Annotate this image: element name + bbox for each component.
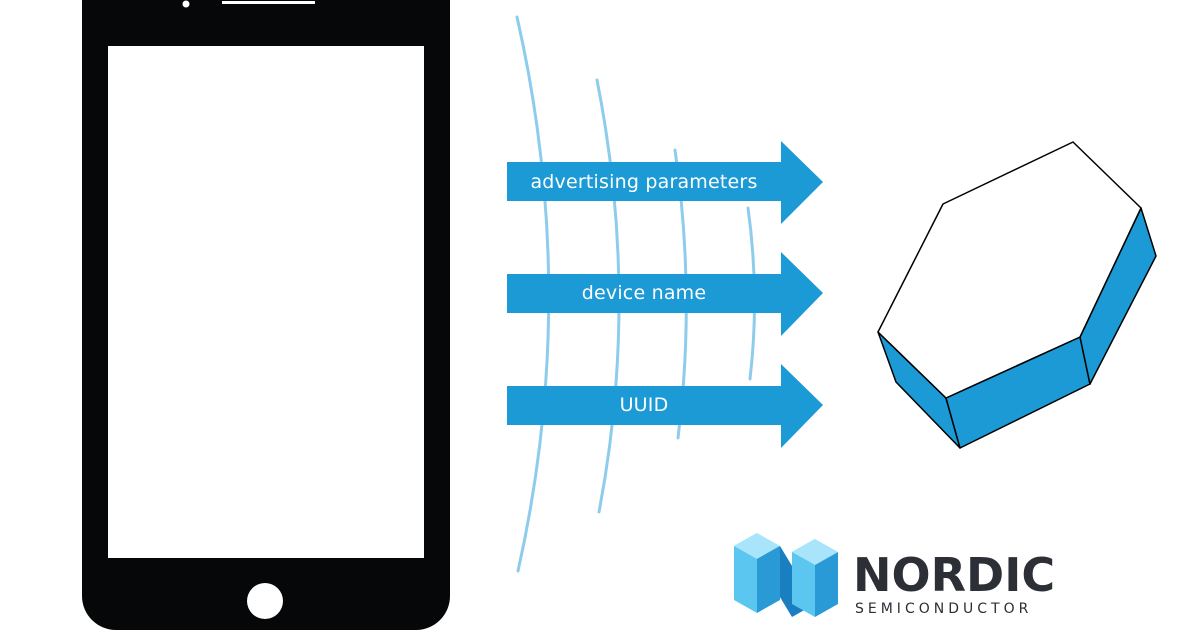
logo-left-side bbox=[757, 546, 780, 613]
arrow-label: advertising parameters bbox=[530, 171, 757, 193]
device-top-face bbox=[877, 141, 1142, 399]
nordic-logo: NORDIC SEMICONDUCTOR bbox=[734, 533, 1055, 617]
arrow-uuid: UUID bbox=[507, 364, 823, 448]
phone-camera-dot bbox=[182, 0, 190, 8]
arrow-shape bbox=[507, 252, 823, 336]
brand-name: NORDIC bbox=[853, 548, 1055, 602]
arrow-shape bbox=[507, 141, 823, 224]
arrow-label: device name bbox=[582, 282, 707, 304]
arrow-label: UUID bbox=[620, 394, 669, 416]
arrow-advertising-parameters: advertising parameters bbox=[507, 141, 823, 224]
nordic-logo-mark-icon bbox=[734, 533, 838, 617]
arrow-device-name: device name bbox=[507, 252, 823, 336]
logo-right-side bbox=[815, 552, 838, 617]
smartphone-icon bbox=[82, 0, 450, 630]
phone-home-button bbox=[247, 583, 283, 619]
brand-subtitle: SEMICONDUCTOR bbox=[855, 601, 1032, 617]
phone-screen bbox=[108, 46, 424, 558]
phone-speaker-slot bbox=[222, 1, 315, 4]
arrow-shape bbox=[507, 364, 823, 448]
hexagon-device-icon bbox=[877, 141, 1157, 449]
